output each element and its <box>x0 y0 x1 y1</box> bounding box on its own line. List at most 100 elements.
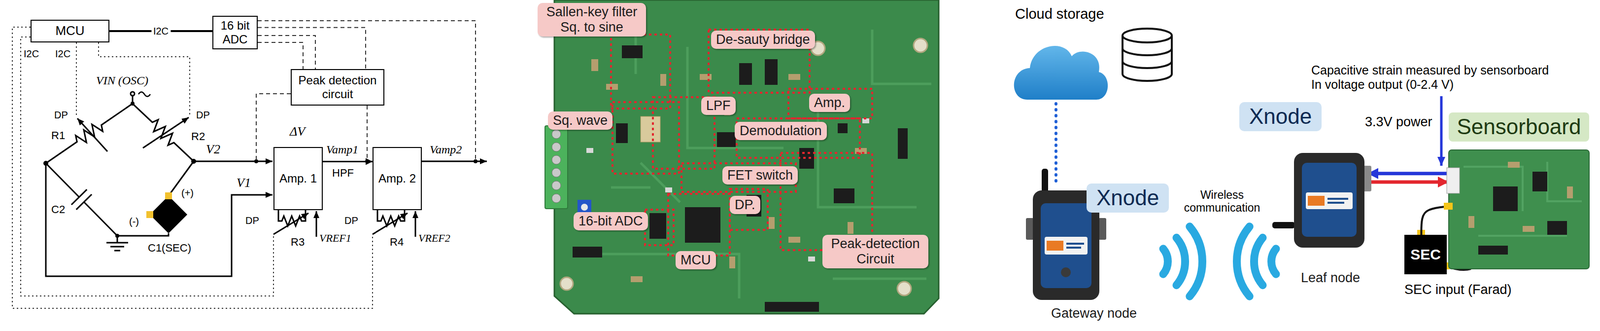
gateway-device-illustration-part <box>1025 217 1034 240</box>
figure-label: SEC input (Farad) <box>1404 281 1512 298</box>
signal-arrow <box>1367 171 1449 175</box>
figure-label: R2 <box>191 130 205 143</box>
reference-arrow <box>315 210 318 237</box>
node-text: Xnode <box>1086 183 1169 213</box>
sensorboard-illustration-part <box>1463 161 1582 236</box>
variable-arrow <box>372 212 408 235</box>
cloud-storage: Cloud storage <box>1005 4 1183 104</box>
node-text: MCU <box>680 252 712 268</box>
node-text: Leaf node <box>1300 270 1361 286</box>
control-line-part <box>75 42 77 116</box>
figure-label: Vamp1 <box>326 142 359 157</box>
pcb-photo-part-part <box>837 123 848 134</box>
cloud-storage-illustration-part-part <box>1122 48 1172 69</box>
sensorboard-illustration-part-part <box>1547 220 1567 235</box>
cloud-storage-illustration-part <box>1014 45 1108 100</box>
control-line-part <box>20 36 274 296</box>
pcb-photo-part-part <box>551 193 561 203</box>
figure-label: VREF2 <box>418 231 451 244</box>
pcb-photo-part-part <box>551 142 561 152</box>
wireless-waves-part <box>1176 237 1186 285</box>
pcb-photo-part-part <box>560 276 574 290</box>
region-outline-part <box>611 34 671 109</box>
figure-label: V2 <box>205 141 221 157</box>
wireless-waves <box>1163 226 1277 296</box>
junction-dot-part <box>43 160 49 166</box>
pcb-photo-part-part <box>897 281 912 296</box>
figure-label: DP <box>344 214 359 227</box>
connector-label: I2C <box>151 25 171 37</box>
figure-label: Wireless communication <box>1182 188 1262 215</box>
pcb-photo-part-part <box>788 73 801 80</box>
figure-label: I2C <box>55 48 71 60</box>
node-text: 16 bit ADC <box>217 18 253 46</box>
resistor-symbol <box>42 98 137 169</box>
reference-arrow <box>414 210 417 237</box>
sensorboard-illustration-part-part <box>1493 186 1518 211</box>
region-label: 16-bit ADC <box>573 211 648 231</box>
figure-label: DP <box>196 109 210 121</box>
figure-label: Vamp2 <box>429 142 462 157</box>
figure-label: ΔV <box>289 124 306 139</box>
pcb-photo-part <box>580 203 588 211</box>
pcb-photo-part <box>640 116 661 142</box>
node-text: SEC <box>1410 245 1441 264</box>
junction-dot <box>43 101 478 238</box>
wireless-waves-part <box>1163 248 1168 274</box>
pcb-photo-part-part <box>847 221 854 234</box>
node-text: Peak detection circuit <box>295 73 380 101</box>
junction-dot-part <box>254 159 259 164</box>
node-text: Amp. <box>814 95 846 111</box>
pcb-photo-part-part <box>764 301 819 312</box>
figure-label: (+) <box>181 187 194 199</box>
capacitor-symbol <box>37 155 125 244</box>
pcb-photo-part-part <box>799 147 815 169</box>
pcb-photo-part-part <box>649 212 667 239</box>
signal-line <box>257 27 366 69</box>
figure-label: 3.3V power <box>1364 114 1433 130</box>
region-label: Sq. wave <box>547 111 613 130</box>
pcb-photo-part-part <box>665 187 673 193</box>
node-text: LPF <box>706 98 731 114</box>
figure-label: I2C <box>23 48 39 60</box>
signal-line-part <box>257 35 316 69</box>
figure-label: C1(SEC) <box>147 241 192 254</box>
region-outline-part <box>729 188 768 230</box>
pcb-photo-part <box>554 0 939 314</box>
region-label: MCU <box>675 250 716 270</box>
figure-label: C2 <box>51 203 66 216</box>
wireless-waves-part <box>1271 248 1276 274</box>
amplifier-block: Amp. 1 <box>273 146 323 210</box>
node-text: Sq. wave <box>552 112 608 129</box>
region-outline-part <box>668 193 730 256</box>
pcb-photo-part <box>560 38 928 296</box>
junction-dot-part <box>115 233 120 238</box>
sensor-symbol <box>149 195 188 234</box>
leaf-device-illustration-part <box>1305 192 1353 209</box>
region-outline-part <box>645 209 674 245</box>
wire <box>193 160 273 163</box>
region-label: LPF <box>701 96 736 115</box>
signal-line-part <box>257 42 304 69</box>
clamp <box>146 210 154 218</box>
clamp <box>165 192 172 200</box>
bridge-circuit-part <box>37 155 125 244</box>
pcb-photo-part-part <box>729 256 736 269</box>
sec-sensor: SEC <box>1404 234 1447 274</box>
pcb-photo-part-part <box>833 188 855 204</box>
node-text: DP. <box>734 197 756 213</box>
leaf-device-illustration-part <box>1301 162 1357 237</box>
region-label: Sallen-key filter Sq. to sine <box>537 2 647 37</box>
gateway-device-illustration-part <box>1098 217 1107 240</box>
region-label: FET switch <box>722 166 798 185</box>
adc-block: 16 bit ADC <box>212 15 258 50</box>
figure-label: V1 <box>236 175 251 191</box>
pcb-photo-part-part <box>551 155 561 165</box>
pcb-photo-part-part <box>788 236 801 243</box>
peak-detector-block: Peak detection circuit <box>290 68 385 106</box>
signal-line-part <box>257 20 476 161</box>
bridge-circuit-part <box>42 98 137 169</box>
figure-label: HPF <box>332 166 354 179</box>
